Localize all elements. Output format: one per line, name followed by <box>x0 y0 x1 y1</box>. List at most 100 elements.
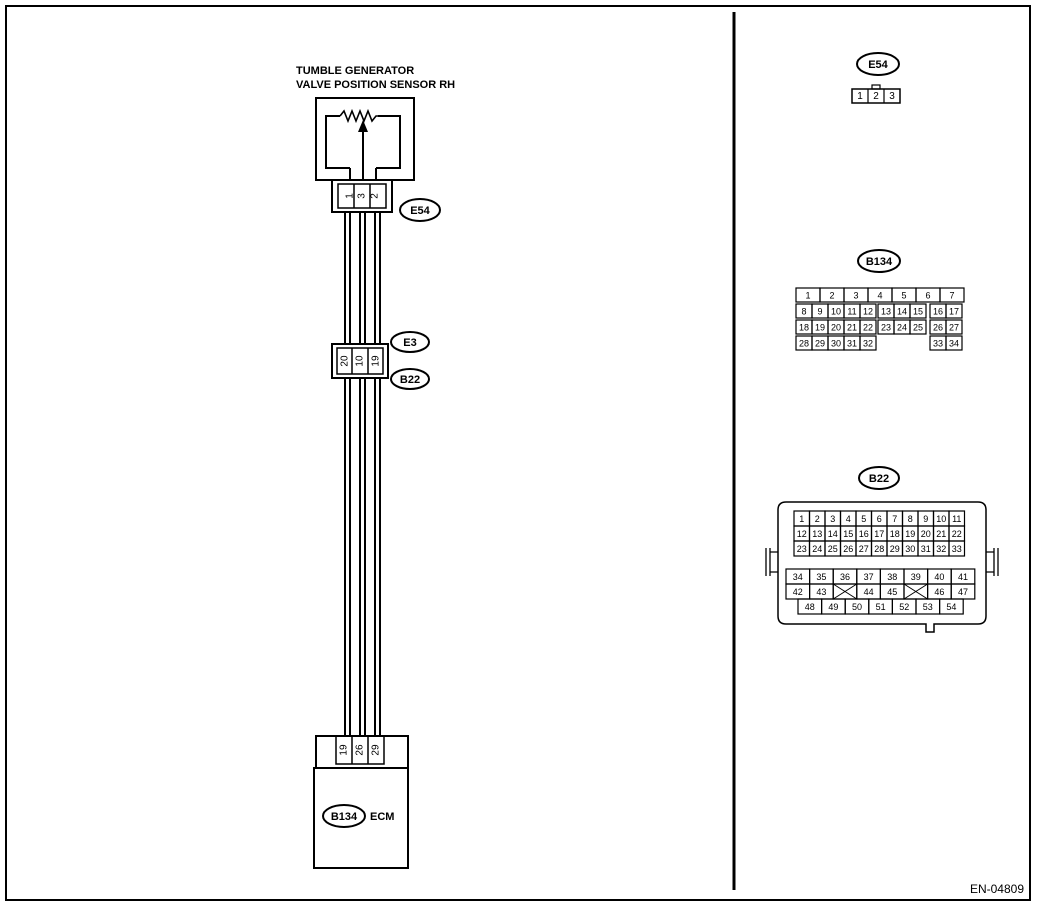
b22-pin-44: 44 <box>856 583 881 600</box>
b22-pin-21: 21 <box>932 525 950 542</box>
b134-pin-11: 11 <box>843 303 861 319</box>
b22-pin-11-label: 11 <box>952 514 961 524</box>
b22-pin-7-label: 7 <box>892 514 897 524</box>
b134-pin-13-label: 13 <box>881 307 891 317</box>
b22-pin-4: 4 <box>839 510 857 527</box>
b134-pin-34-label: 34 <box>949 339 959 349</box>
svg-text:E3: E3 <box>403 337 416 349</box>
b22-pin-20: 20 <box>917 525 935 542</box>
b22-pin-28-label: 28 <box>874 544 884 554</box>
b134-pin-10: 10 <box>827 303 845 319</box>
b134-pin-29: 29 <box>811 335 829 351</box>
b134-pin-1-label: 1 <box>805 291 810 301</box>
b22-pin-32: 32 <box>932 540 950 557</box>
b22-pin-31-label: 31 <box>921 544 931 554</box>
b22-pin-24-label: 24 <box>812 544 822 554</box>
b22-pin-37: 37 <box>856 568 881 585</box>
b134-pin-23-label: 23 <box>881 323 891 333</box>
b134-pin-16: 16 <box>929 303 947 319</box>
b134-pin-30-label: 30 <box>831 339 841 349</box>
b22-pin-23-label: 23 <box>797 544 807 554</box>
b22-pin-4-label: 4 <box>846 514 851 524</box>
b22-pin-6: 6 <box>870 510 888 527</box>
b22-pin-16: 16 <box>855 525 873 542</box>
b22-pin-32-label: 32 <box>936 544 946 554</box>
b22-pin-21-label: 21 <box>936 529 946 539</box>
b22-pin-15-label: 15 <box>843 529 853 539</box>
b22-pin-2: 2 <box>808 510 826 527</box>
b134-pin-2-label: 2 <box>829 291 834 301</box>
joint-upper-badge: E3 <box>390 331 430 353</box>
b22-blank-cavity <box>832 583 858 600</box>
ecm-pin-26: 26 <box>355 744 366 756</box>
b134-pin-24: 24 <box>893 319 911 335</box>
b134-pin-22: 22 <box>859 319 877 335</box>
b134-pin-33: 33 <box>929 335 947 351</box>
b22-pin-24: 24 <box>808 540 826 557</box>
b134-pin-18-label: 18 <box>799 323 809 333</box>
b134-pin-5: 5 <box>891 287 917 303</box>
sensor-pin-3: 3 <box>357 193 368 199</box>
b22-pin-19: 19 <box>901 525 919 542</box>
b22-pin-28: 28 <box>870 540 888 557</box>
b134-pin-26-label: 26 <box>933 323 943 333</box>
sensor-pin-2: 2 <box>370 193 381 199</box>
b134-pin-14-label: 14 <box>897 307 907 317</box>
b134-pin-33-label: 33 <box>933 339 943 349</box>
b22-pin-5: 5 <box>855 510 873 527</box>
b134-pin-15-label: 15 <box>913 307 923 317</box>
b134-pin-23: 23 <box>877 319 895 335</box>
b134-pin-6-label: 6 <box>925 291 930 301</box>
b22-pin-6-label: 6 <box>877 514 882 524</box>
b22-pin-2-label: 2 <box>815 514 820 524</box>
b134-pin-30: 30 <box>827 335 845 351</box>
b22-pin-51: 51 <box>868 598 893 615</box>
b134-pin-15: 15 <box>909 303 927 319</box>
b134-pin-8: 8 <box>795 303 813 319</box>
b134-pin-17: 17 <box>945 303 963 319</box>
b134-pin-3-label: 3 <box>853 291 858 301</box>
b22-pin-26: 26 <box>839 540 857 557</box>
sensor-title-line1: TUMBLE GENERATOR <box>296 65 414 77</box>
b22-pin-23: 23 <box>793 540 811 557</box>
b22-pin-25: 25 <box>824 540 842 557</box>
b22-housing <box>765 501 999 633</box>
b134-pin-25-label: 25 <box>913 323 923 333</box>
b22-pin-53: 53 <box>915 598 941 615</box>
ecm-pin-29: 29 <box>371 744 382 756</box>
b134-pin-17-label: 17 <box>949 307 959 317</box>
b134-pin-11-label: 11 <box>847 307 856 317</box>
b22-pin-53-label: 53 <box>923 602 933 612</box>
b22-pin-30-label: 30 <box>905 544 915 554</box>
b22-pin-16-label: 16 <box>859 529 869 539</box>
joint-lower-badge: B22 <box>390 368 430 390</box>
sensor-body <box>315 97 415 181</box>
b22-pin-36: 36 <box>832 568 858 585</box>
ecm-label: ECM <box>370 811 394 823</box>
b22-pin-29-label: 29 <box>890 544 900 554</box>
b22-pin-17: 17 <box>870 525 888 542</box>
b22-pin-22: 22 <box>948 525 966 542</box>
b22-pin-1: 1 <box>793 510 811 527</box>
b134-pin-26: 26 <box>929 319 947 335</box>
b134-pin-9: 9 <box>811 303 829 319</box>
b22-pin-12-label: 12 <box>797 529 807 539</box>
e54-pin-1: 1 <box>857 91 863 102</box>
svg-text:B134: B134 <box>866 256 893 268</box>
b22-pin-37-label: 37 <box>864 572 874 582</box>
b22-pin-52-label: 52 <box>899 602 909 612</box>
sensor-title-line2: VALVE POSITION SENSOR RH <box>296 79 455 91</box>
b22-pin-10-label: 10 <box>936 514 946 524</box>
b22-pin-19-label: 19 <box>905 529 915 539</box>
ecm-module: 19 26 29 <box>313 735 409 869</box>
b134-pin-12-label: 12 <box>863 307 873 317</box>
figure-id: EN-04809 <box>970 882 1024 896</box>
e54-pin-2: 2 <box>873 91 879 102</box>
b22-pin-49: 49 <box>820 598 846 615</box>
b22-pin-22-label: 22 <box>952 529 962 539</box>
b22-pin-15: 15 <box>839 525 857 542</box>
b22-pin-33: 33 <box>948 540 966 557</box>
ecm-pin-19: 19 <box>339 744 350 756</box>
